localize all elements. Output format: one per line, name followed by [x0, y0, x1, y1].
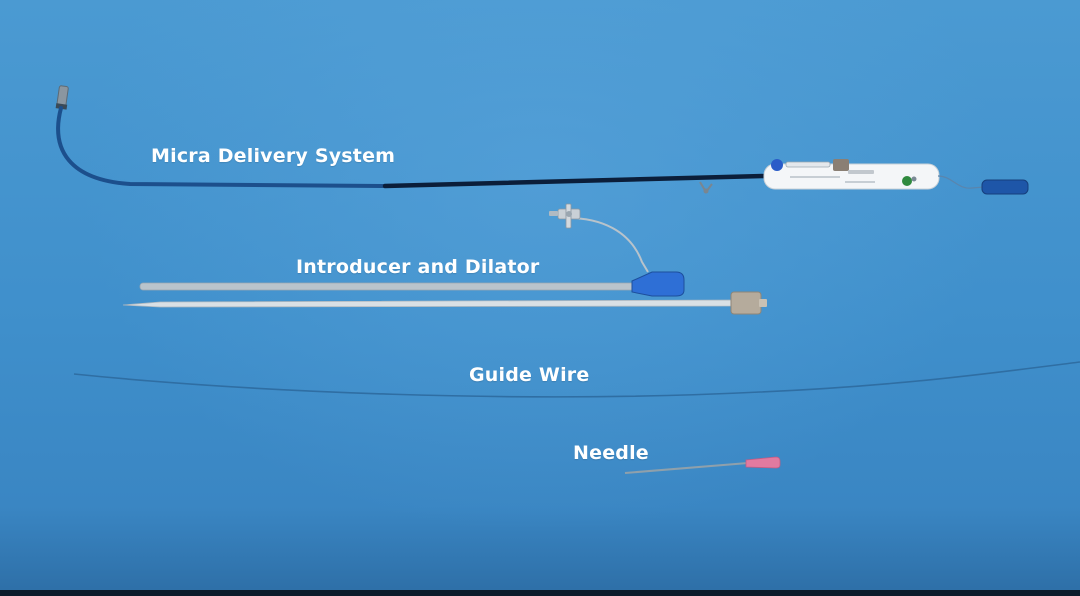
dilator-cap	[730, 291, 762, 315]
micra-tether	[937, 175, 985, 189]
introducer-side-tube	[567, 217, 649, 273]
micra-shaft	[382, 173, 768, 189]
dilator-cap-end	[759, 299, 767, 307]
dilator-shaft	[122, 299, 736, 308]
video-bottom-bar	[0, 590, 1080, 596]
introducer-hub	[631, 271, 685, 297]
micra-side-fitting	[699, 181, 713, 194]
needle-shaft	[624, 462, 749, 474]
micra-distal-curve	[56, 106, 387, 188]
label-micra-delivery-system: Micra Delivery System	[151, 145, 396, 167]
micra-tip-connector	[55, 85, 69, 110]
micra-handle	[763, 159, 940, 190]
introducer-sheath	[139, 282, 641, 291]
label-introducer-and-dilator: Introducer and Dilator	[296, 256, 540, 278]
guide-wire	[73, 361, 1080, 398]
micra-blue-cap	[981, 179, 1029, 195]
label-guide-wire: Guide Wire	[469, 364, 590, 386]
introducer-stopcock	[549, 203, 581, 229]
needle	[624, 456, 781, 474]
label-needle: Needle	[573, 442, 649, 464]
micra-delivery-system	[55, 85, 1029, 195]
introducer-and-dilator	[122, 203, 767, 315]
needle-hub	[745, 456, 781, 469]
